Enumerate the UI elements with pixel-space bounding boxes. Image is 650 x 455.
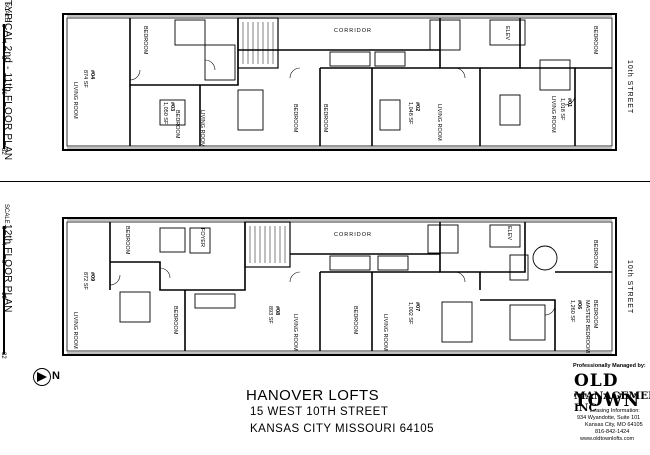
unit-number: #07	[414, 302, 420, 312]
room-label: LIVING ROOM	[72, 312, 78, 349]
street-label: 10th STREET	[626, 260, 633, 315]
unit-area: 893 SF	[267, 306, 273, 324]
room-label: MASTER BEDROOM	[584, 300, 590, 353]
room-label: ELEV	[506, 226, 512, 241]
unit-number: #06	[576, 300, 582, 310]
scale-line	[3, 24, 5, 149]
room-label: LIVING ROOM	[292, 314, 298, 351]
room-label: BEDROOM	[352, 306, 358, 335]
unit-area: 1,002 SF	[407, 302, 413, 325]
north-arrow-icon	[33, 368, 51, 386]
unit-area: 1,260 SF	[569, 300, 575, 323]
corridor-label: CORRIDOR	[334, 232, 372, 238]
room-label: BEDROOM	[592, 240, 598, 269]
room-label: BEDROOM	[172, 306, 178, 335]
building-address: 15 WEST 10TH STREET	[250, 406, 389, 418]
leasing-website[interactable]: www.oldtownlofts.com	[580, 436, 635, 442]
north-label: N	[52, 370, 60, 382]
room-label: FOYER	[199, 228, 205, 247]
unit-number: #09	[89, 272, 95, 282]
building-city: KANSAS CITY MISSOURI 64105	[250, 423, 435, 435]
corridor-label: CORRIDOR	[334, 28, 372, 34]
company-logo-line2: MANAGEMENT, INC	[574, 390, 650, 414]
leasing-address-2: Kansas City, MO 64105	[585, 422, 643, 428]
room-label: BEDROOM	[592, 300, 598, 329]
scale-line	[3, 226, 5, 354]
managed-by-label: Professionally Managed by:	[573, 363, 646, 369]
building-name: HANOVER LOFTS	[246, 387, 380, 404]
company-logo-line1: OLD TOWN	[574, 371, 641, 411]
plan-divider	[0, 181, 650, 182]
leasing-address-1: 934 Wyandotte, Suite 101	[577, 415, 641, 421]
leasing-label: Leasing Information:	[590, 408, 640, 414]
unit-area: 872 SF	[82, 272, 88, 290]
leasing-phone: 816-842-1424	[595, 429, 630, 435]
room-label: LIVING ROOM	[382, 314, 388, 351]
unit-number: #08	[274, 306, 280, 316]
room-label: BEDROOM	[124, 226, 130, 255]
